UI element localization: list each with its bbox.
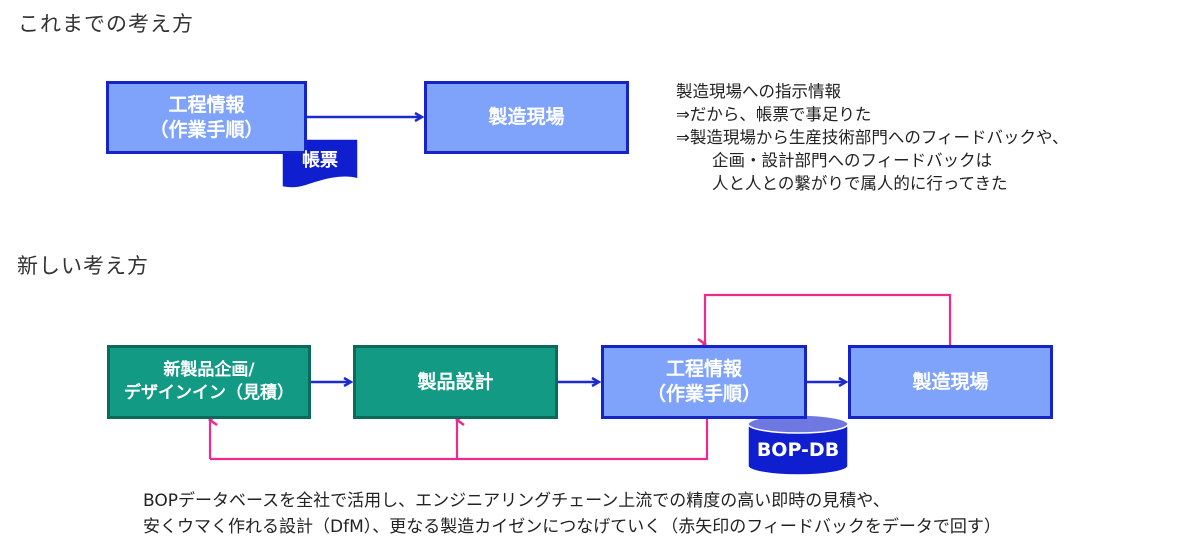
note-line: ⇒だから、帳票で事足りた bbox=[676, 105, 872, 124]
planning-line1: 新製品企画/ bbox=[163, 360, 255, 380]
footer-line: BOPデータベースを全社で活用し、エンジニアリングチェーン上流での精度の高い即時… bbox=[143, 491, 890, 511]
shop-floor-box: 製造現場 bbox=[848, 345, 1053, 419]
old-process-info-line2: （作業手順） bbox=[149, 118, 264, 141]
old-process-info-line1: 工程情報 bbox=[168, 93, 245, 116]
note-line: 製造現場への指示情報 bbox=[676, 82, 841, 101]
new-approach-heading: 新しい考え方 bbox=[17, 254, 149, 278]
footer-text: BOPデータベースを全社で活用し、エンジニアリングチェーン上流での精度の高い即時… bbox=[143, 488, 1001, 540]
old-shop-floor-label: 製造現場 bbox=[488, 106, 565, 128]
document-label: 帳票 bbox=[302, 150, 338, 171]
old-approach-heading: これまでの考え方 bbox=[18, 12, 194, 36]
old-process-info-box: 工程情報 （作業手順） bbox=[106, 81, 307, 154]
shop-floor-label: 製造現場 bbox=[912, 370, 989, 393]
process-info-box: 工程情報 （作業手順） bbox=[601, 345, 807, 419]
feedback-line-bottom bbox=[210, 418, 709, 461]
design-box: 製品設計 bbox=[353, 345, 558, 419]
feedback-arrow-shop-to-process bbox=[705, 293, 952, 345]
planning-line2: デザインイン（見積） bbox=[124, 383, 294, 403]
note-line: 人と人との繋がりで属人的に行ってきた bbox=[712, 174, 1008, 193]
footer-line: 安くウマく作れる設計（DfM）、更なる製造カイゼンにつなげていく（赤矢印のフィー… bbox=[143, 517, 1001, 537]
note-line: ⇒製造現場から生産技術部門へのフィードバックや、 bbox=[676, 128, 1069, 147]
note-line: 企画・設計部門へのフィードバックは bbox=[712, 151, 993, 170]
design-label: 製品設計 bbox=[417, 370, 494, 393]
process-info-line1: 工程情報 bbox=[665, 358, 742, 380]
old-shop-floor-box: 製造現場 bbox=[424, 81, 629, 154]
old-notes: 製造現場への指示情報 ⇒だから、帳票で事足りた ⇒製造現場から生産技術部門へのフ… bbox=[676, 80, 1069, 195]
process-info-line2: （作業手順） bbox=[646, 383, 761, 405]
database-label: BOP-DB bbox=[756, 439, 840, 461]
planning-box: 新製品企画/ デザインイン（見積） bbox=[107, 345, 311, 419]
